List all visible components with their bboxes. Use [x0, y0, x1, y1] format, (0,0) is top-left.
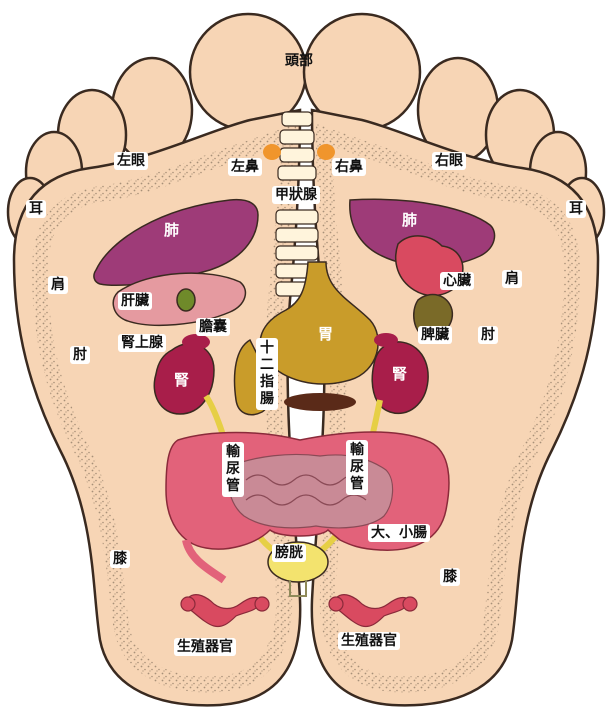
right-adrenal-organ	[374, 333, 398, 347]
right-sole	[310, 108, 600, 707]
thyroid-label: 甲狀腺	[272, 186, 320, 204]
ear-left-label: 耳	[26, 200, 46, 218]
intestines-label: 大、小腸	[368, 524, 430, 542]
knee-left-label: 膝	[110, 550, 130, 568]
shoulder-left-label: 肩	[48, 276, 68, 294]
ureter-right-label: 輸尿管	[346, 440, 368, 495]
genitals-left-label: 生殖器官	[174, 638, 236, 656]
adrenal-label: 腎上腺	[118, 334, 166, 352]
right-nose-organ	[317, 144, 335, 160]
lung-left-label: 肺	[164, 221, 180, 239]
ear-right-label: 耳	[566, 200, 586, 218]
pancreas-organ	[284, 393, 356, 411]
stomach-organ	[259, 261, 379, 385]
spleen-label: 脾臟	[418, 326, 452, 344]
colon-tail-organ	[182, 538, 227, 584]
left-genitals-organ	[180, 594, 270, 628]
shoulder-right-label: 肩	[502, 270, 522, 288]
intestine-folds	[245, 474, 367, 506]
elbow-right-label: 肘	[478, 326, 498, 344]
right-lung-organ	[349, 198, 496, 268]
lung-right-label: 肺	[402, 211, 418, 229]
kidney-left-label: 腎	[174, 371, 190, 389]
left-adrenal-organ	[182, 334, 210, 350]
right-eye-label: 右眼	[432, 152, 466, 170]
elbow-left-label: 肘	[70, 346, 90, 364]
right-nose-label: 右鼻	[332, 158, 366, 176]
spine	[275, 111, 319, 297]
left-lung-organ	[93, 198, 259, 286]
liver-label: 肝臟	[118, 292, 152, 310]
gallbladder-organ	[176, 288, 196, 312]
gallbladder-label: 膽囊	[196, 318, 230, 336]
left-kidney-organ	[153, 342, 215, 415]
heart-label: 心臟	[440, 272, 474, 290]
knee-right-label: 膝	[440, 568, 460, 586]
duodenum-label: 十二指腸	[256, 338, 278, 410]
kidney-right-label: 腎	[392, 365, 408, 383]
urethra-organ	[289, 580, 307, 597]
left-nose-label: 左鼻	[228, 158, 262, 176]
head-label: 頭部	[285, 53, 313, 69]
right-genitals-organ	[328, 594, 418, 628]
ureter-left-label: 輸尿管	[222, 442, 244, 497]
stomach-label: 胃	[318, 325, 334, 343]
genitals-right-label: 生殖器官	[338, 632, 400, 650]
left-nose-organ	[263, 144, 281, 160]
right-kidney-organ	[371, 341, 429, 415]
bladder-label: 膀胱	[272, 544, 306, 562]
left-eye-label: 左眼	[114, 152, 148, 170]
